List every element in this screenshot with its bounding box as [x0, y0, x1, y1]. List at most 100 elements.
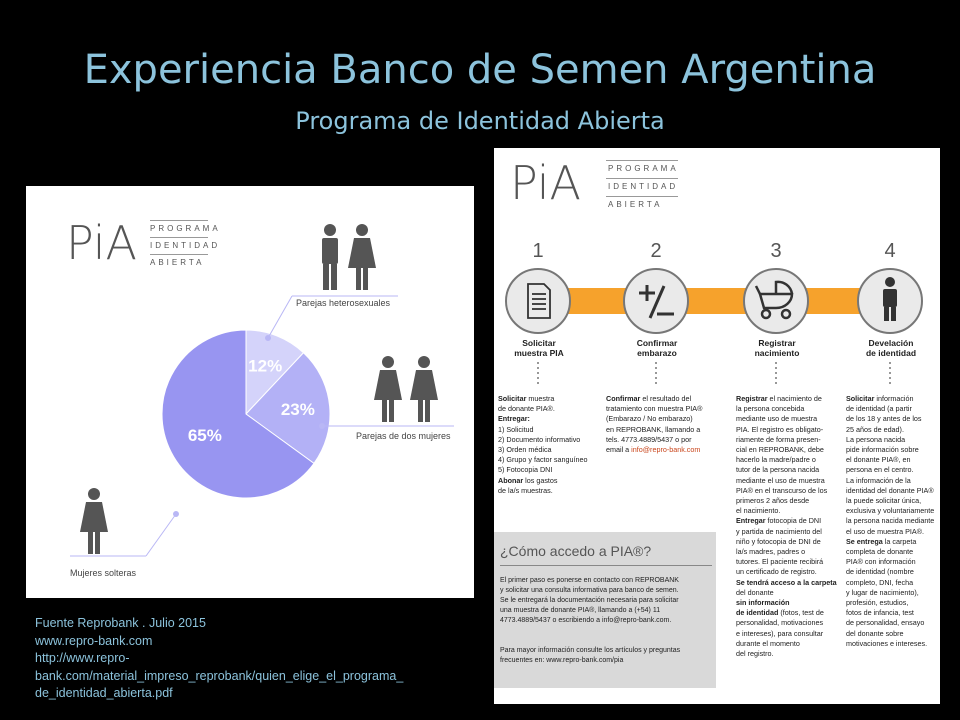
col4-line: fotos de infancia, test [846, 608, 914, 618]
acceso-box [494, 532, 716, 688]
col4-line: PIA® con información [846, 557, 916, 567]
col3-line: riamente de forma presen- [736, 434, 821, 444]
col4-line: completa de donante [846, 547, 914, 557]
col1-line: Entregar: [498, 414, 530, 424]
col3-line: de identidad (fotos, test de [736, 608, 824, 618]
source-line-5[interactable]: de_identidad_abierta.pdf [35, 686, 173, 700]
step-2-label: Confirmar embarazo [636, 338, 678, 358]
acceso-title: ¿Cómo accedo a PIA®? [500, 543, 652, 559]
source-line-3[interactable]: http://www.repro- [35, 651, 130, 665]
col4-line: el donante PIA®, en [846, 455, 911, 465]
pia-logo-line-1: PROGRAMA [150, 224, 221, 233]
process-steps-graphic [505, 268, 923, 384]
process-panel: PiA PROGRAMA IDENTIDAD ABIERTA [494, 148, 940, 704]
pie-label-2: 23% [281, 400, 315, 419]
col4-line: La persona nacida [846, 434, 906, 444]
col4-line: el uso de muestra PIA®. [846, 526, 925, 536]
step-3-label: Registrar nacimiento [754, 338, 800, 358]
col3-line: primeros 2 años desde [736, 496, 810, 506]
col3-line: Registrar el nacimiento de [736, 394, 822, 403]
col4-line: Se entrega la carpeta [846, 536, 917, 546]
col4-line: la persona nacida mediante [846, 516, 935, 526]
col2-line: (Embarazo / No embarazo) [606, 414, 693, 424]
col3-line: personalidad, motivaciones [736, 618, 824, 628]
col3-line: mediante uso de muestra [736, 414, 818, 424]
plus-minus-icon [639, 285, 674, 319]
col1-line: 5) Fotocopia DNI [498, 465, 553, 475]
col4-line: la puede solicitar única, [846, 496, 922, 506]
source-line-2[interactable]: www.repro-bank.com [35, 633, 153, 648]
col3-line: Se tendrá acceso a la carpeta [736, 577, 837, 587]
col3-line: la/s madres, padres o [736, 547, 806, 557]
col1-line: 2) Documento informativo [498, 434, 581, 444]
step-3-number: 3 [770, 240, 782, 262]
col3-line: durante el momento [736, 638, 800, 648]
pia-logo-right-line-2: IDENTIDAD [608, 182, 679, 191]
col4-line: de identidad (nombre [846, 567, 914, 577]
label-parejas-dos-mujeres: Parejas de dos mujeres [356, 431, 451, 441]
col4-line: de los 18 y antes de los [846, 414, 922, 424]
slide-subtitle: Programa de Identidad Abierta [295, 107, 665, 135]
col3-line: del donante [736, 587, 774, 597]
label-mujeres-solteras: Mujeres solteras [70, 568, 137, 578]
col3-line: un certificado de registro. [736, 567, 817, 577]
col2-line: email a info@repro-bank.com [606, 445, 701, 455]
col4-line: pide información sobre [846, 445, 919, 455]
source-line-1: Fuente Reprobank . Julio 2015 [35, 616, 206, 630]
col4-line: exclusiva y voluntariamente [846, 506, 935, 516]
step-4-label: Develación de identidad [865, 338, 917, 358]
pie-label-3: 65% [188, 426, 222, 445]
col3-line: Entregar fotocopia de DNI [736, 516, 822, 526]
acc2-line: frecuentes en: www.repro-bank.com/pia [500, 657, 624, 664]
step-4-number: 4 [884, 240, 896, 262]
col4-line: La información de la [846, 475, 911, 485]
col1-line: 4) Grupo y factor sanguíneo [498, 455, 588, 465]
pie-label-1: 12% [248, 357, 282, 376]
col3-line: e intereses), para consultar [736, 628, 824, 638]
col4-line: del donante sobre [846, 628, 904, 638]
col1-line: 3) Orden médica [498, 445, 552, 455]
col2-line: Confirmar el resultado del [606, 394, 692, 403]
source-line-4[interactable]: bank.com/material_impreso_reprobank/quie… [35, 668, 404, 683]
pie-chart-panel: PiA PROGRAMA IDENTIDAD ABIERTA 12%23%65% [26, 186, 474, 598]
col4-line: y lugar de nacimiento), [846, 587, 919, 597]
col4-line: motivaciones e intereses. [846, 638, 928, 648]
pia-logo-line-3: ABIERTA [150, 258, 205, 267]
col4-line: identidad del donante PIA® [846, 485, 934, 495]
step-1-label: Solicitar muestra PIA [514, 338, 564, 358]
man-woman-icon [322, 224, 376, 290]
col3-line: y partida de nacimiento del [736, 526, 822, 536]
col3-line: tutor de la persona nacida [736, 465, 820, 475]
acc1-line: Se le entregará la documentación necesar… [500, 597, 679, 604]
acceso-paragraph-1: El primer paso es ponerse en contacto co… [500, 576, 714, 626]
acceso-paragraph-2: Para mayor información consulte los artí… [500, 646, 714, 666]
acc2-line: Para mayor información consulte los artí… [500, 647, 681, 654]
acc1-line: 4773.4889/5437 o escribiendo a info@repr… [500, 617, 672, 624]
source-citation: Fuente Reprobank . Julio 2015 www.repro-… [35, 615, 475, 703]
step-1-number: 1 [532, 240, 544, 262]
col2-line: tels. 4773.4889/5437 o por [606, 434, 692, 444]
person-icon [883, 277, 897, 321]
col4-line: profesión, estudios, [846, 598, 909, 608]
acc1-line: El primer paso es ponerse en contacto co… [500, 577, 679, 584]
col3-line: cial en REPROBANK, debe [736, 445, 824, 455]
pia-logo-line-2: IDENTIDAD [150, 241, 221, 250]
acc1-line: una muestra de donante PIA®, llamando a … [500, 607, 661, 614]
col4-line: Solicitar información [846, 394, 914, 403]
col3-line: niño y fotocopia de DNI de [736, 536, 821, 546]
pie-slice-3 [161, 329, 315, 499]
two-women-icon [374, 356, 438, 422]
col4-line: 25 años de edad). [846, 424, 904, 434]
col1-line: 1) Solicitud [498, 424, 534, 434]
pie-slice-2 [245, 352, 331, 465]
pia-logo-right-line-3: ABIERTA [608, 200, 663, 209]
step-2-number: 2 [650, 240, 662, 262]
document-icon [527, 283, 551, 319]
col1-line: Abonar los gastos [498, 475, 558, 485]
col1-line: de la/s muestras. [498, 485, 553, 495]
col1-line: Solicitar muestra [498, 394, 555, 403]
stroller-icon [754, 280, 794, 320]
pie-chart: 12% 23% 65% [70, 224, 454, 557]
